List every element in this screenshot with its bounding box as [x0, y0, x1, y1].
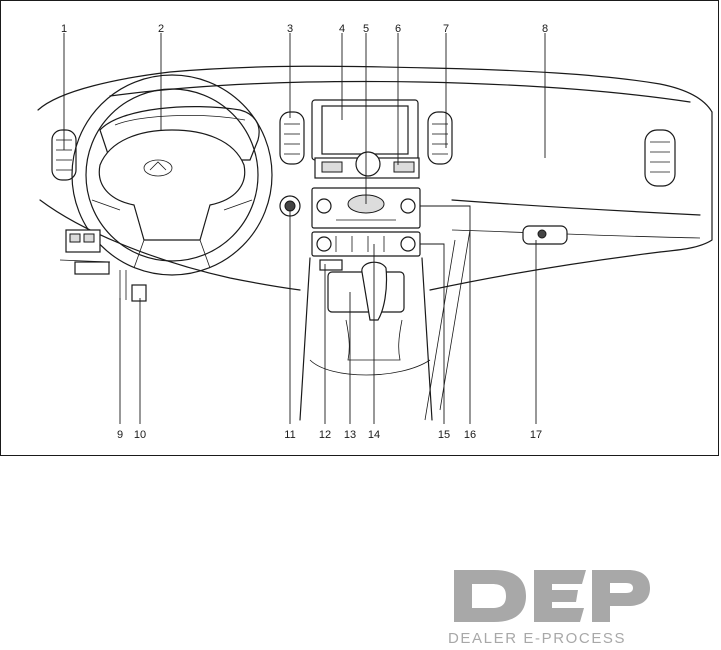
callout-12: 12 [319, 429, 331, 441]
dep-logo: DEALER E-PROCESS [446, 566, 652, 646]
callout-10: 10 [134, 429, 146, 441]
callout-1: 1 [61, 23, 67, 35]
callout-3: 3 [287, 23, 293, 35]
callout-4: 4 [339, 23, 345, 35]
callout-2: 2 [158, 23, 164, 35]
callout-14: 14 [368, 429, 380, 441]
callout-15: 15 [438, 429, 450, 441]
callout-6: 6 [395, 23, 401, 35]
callout-17: 17 [530, 429, 542, 441]
callout-5: 5 [363, 23, 369, 35]
leader-lines [64, 33, 545, 424]
callout-16: 16 [464, 429, 476, 441]
callout-13: 13 [344, 429, 356, 441]
callout-8: 8 [542, 23, 548, 35]
callout-labels: 1 2 3 4 5 6 7 8 9 10 11 12 13 14 15 16 1… [61, 23, 548, 441]
callout-11: 11 [284, 429, 295, 441]
logo-subtitle: DEALER E-PROCESS [448, 630, 626, 646]
callout-9: 9 [117, 429, 123, 441]
dep-logo-mark [454, 570, 650, 622]
dashboard-illustration [38, 66, 712, 420]
callout-7: 7 [443, 23, 449, 35]
